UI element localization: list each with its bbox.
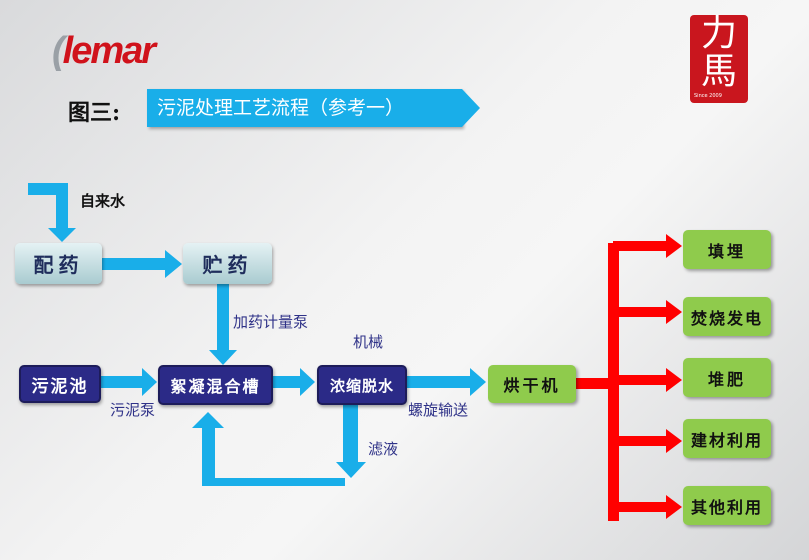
output-5: 其他利用 bbox=[683, 486, 771, 525]
arrow-to-output-5 bbox=[613, 495, 682, 519]
arrow-tank-to-dewater bbox=[273, 368, 315, 396]
arrow-to-output-4 bbox=[613, 429, 682, 453]
output-4: 建材利用 bbox=[683, 419, 771, 458]
arrow-tap-water bbox=[28, 183, 76, 242]
node-thicken-dewater: 浓缩脱水 bbox=[317, 365, 407, 405]
node-store-agent: 贮药 bbox=[183, 243, 272, 284]
arrow-pool-to-tank bbox=[101, 368, 157, 396]
arrow-dryer-out bbox=[576, 378, 616, 389]
arrow-to-output-2 bbox=[613, 300, 682, 324]
label-screw-conveyor: 螺旋输送 bbox=[408, 401, 469, 419]
page-title: 污泥处理工艺流程（参考一） bbox=[147, 89, 480, 127]
arrow-mix-to-store bbox=[102, 250, 182, 278]
clemar-logo: (lemar bbox=[52, 30, 156, 72]
label-dosing-pump: 加药计量泵 bbox=[233, 313, 309, 331]
node-dryer: 烘干机 bbox=[488, 365, 576, 403]
label-filtrate: 滤液 bbox=[368, 440, 399, 458]
output-2: 焚烧发电 bbox=[683, 297, 771, 336]
arrow-to-output-3 bbox=[613, 368, 682, 392]
arrow-to-output-1 bbox=[613, 234, 682, 258]
arrow-filtrate-return bbox=[192, 412, 345, 486]
node-sludge-pool: 污泥池 bbox=[19, 365, 101, 403]
label-mechanical: 机械 bbox=[353, 333, 384, 351]
output-3: 堆肥 bbox=[683, 358, 771, 397]
label-tap-water: 自来水 bbox=[80, 192, 126, 210]
node-mix-agent: 配药 bbox=[15, 243, 102, 284]
arrow-filtrate-down bbox=[336, 405, 366, 478]
label-sludge-pump: 污泥泵 bbox=[110, 401, 156, 419]
arrow-dewater-to-dryer bbox=[406, 368, 486, 396]
node-flocculation-tank: 絮凝混合槽 bbox=[158, 365, 273, 405]
output-1: 填埋 bbox=[683, 230, 771, 269]
arrow-store-to-tank bbox=[209, 284, 237, 365]
figure-label: 图三: bbox=[68, 100, 121, 126]
